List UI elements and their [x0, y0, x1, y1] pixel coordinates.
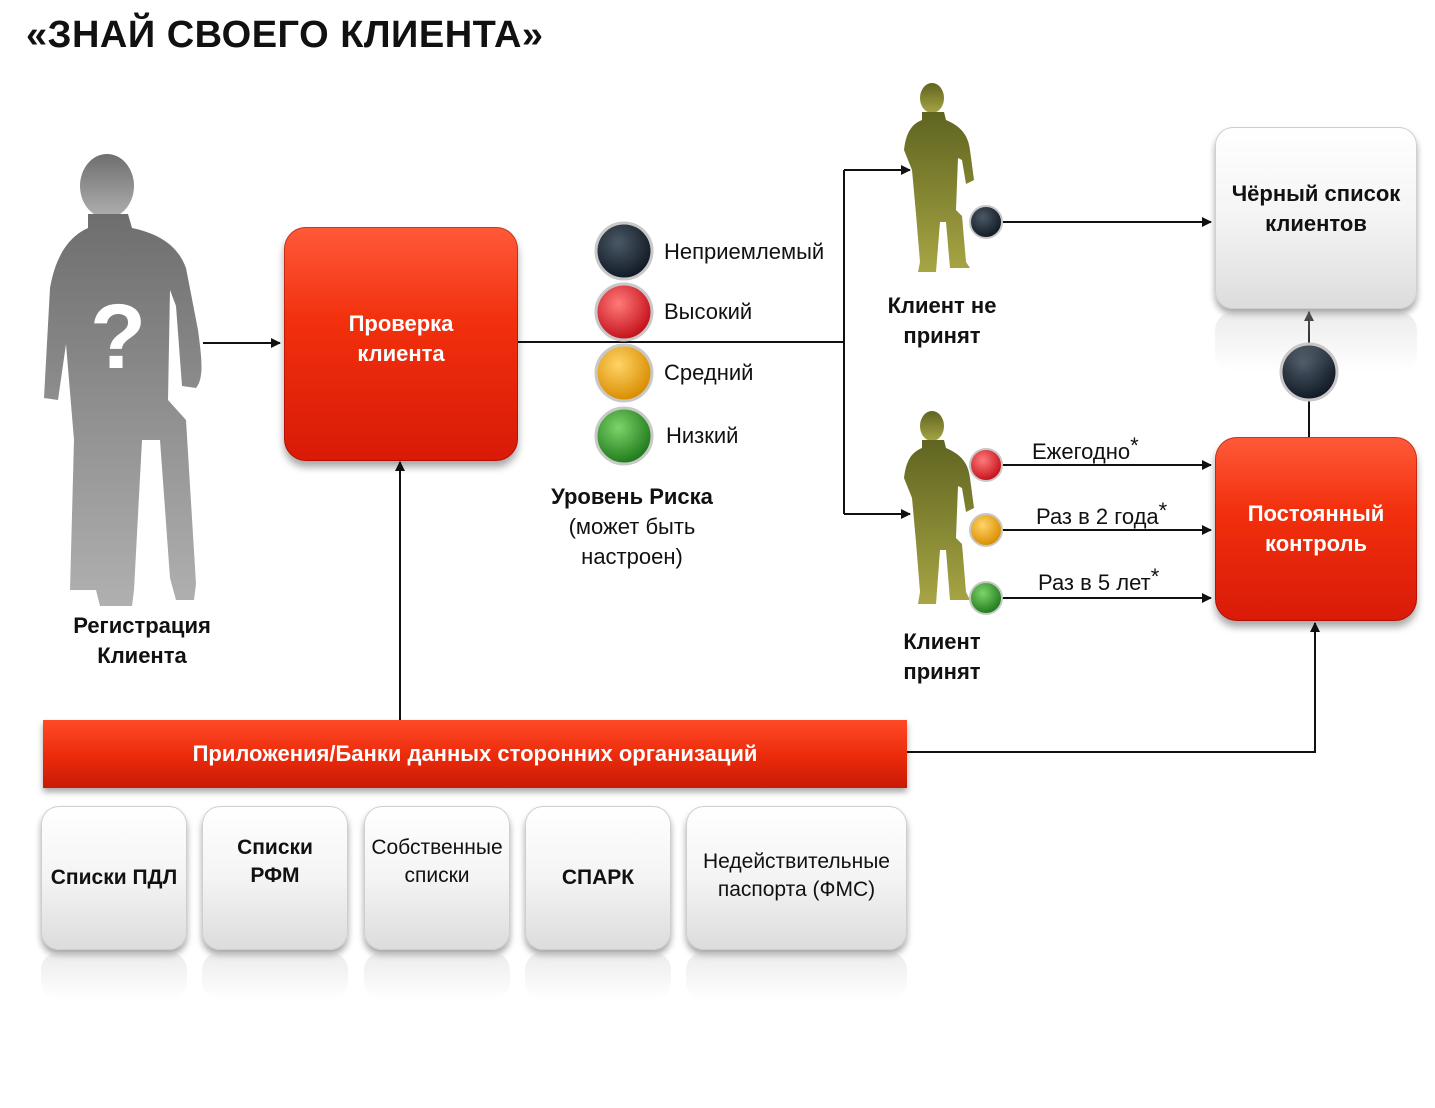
client-rejected-line1: Клиент не	[887, 293, 997, 318]
source-pdl-lists: Списки ПДЛ	[41, 806, 187, 950]
source-reflection	[525, 952, 671, 1000]
rejected-person-icon	[904, 83, 974, 272]
frequency-five-years-label: Раз в 5 лет*	[1038, 562, 1159, 598]
frequency-annually-star: *	[1130, 433, 1139, 458]
page-title: «ЗНАЙ СВОЕГО КЛИЕНТА»	[26, 14, 544, 56]
frequency-two-years-star: *	[1158, 498, 1168, 523]
client-accepted-line1: Клиент	[903, 629, 981, 654]
monitoring-box: Постоянный контроль	[1215, 437, 1417, 621]
source-reflection	[686, 952, 907, 1000]
client-rejected-line2: принят	[903, 323, 981, 348]
frequency-two-years-label: Раз в 2 года*	[1036, 496, 1167, 532]
frequency-five-years-text: Раз в 5 лет	[1038, 570, 1151, 595]
blacklist-box: Чёрный список клиентов	[1215, 127, 1417, 309]
risk-unacceptable-dot	[594, 221, 654, 281]
question-mark-icon: ?	[90, 286, 146, 388]
unknown-person-icon	[44, 154, 202, 606]
risk-medium-label: Средний	[664, 360, 754, 385]
source-rfm-line1: Списки	[237, 836, 313, 859]
blacklist-line1: Чёрный список	[1231, 181, 1401, 206]
frequency-two-years-text: Раз в 2 года	[1036, 504, 1159, 529]
source-own-line1: Собственные	[371, 836, 503, 859]
source-passports-line1: Недействительные	[703, 850, 890, 873]
client-accepted-line2: принят	[903, 659, 981, 684]
risk-low-label: Низкий	[666, 423, 739, 448]
blacklist-transfer-dot	[1279, 342, 1339, 402]
accepted-person-icon	[904, 411, 974, 604]
five-years-green-dot	[969, 581, 1003, 615]
registration-label: Регистрация Клиента	[40, 611, 244, 671]
frequency-annually-text: Ежегодно	[1032, 439, 1131, 464]
risk-medium-dot	[594, 343, 654, 403]
monitoring-line1: Постоянный	[1247, 501, 1385, 526]
monitoring-line2: контроль	[1264, 531, 1368, 556]
blacklist-line2: клиентов	[1265, 211, 1367, 236]
source-reflection	[364, 952, 510, 1000]
frequency-five-years-star: *	[1150, 564, 1160, 589]
risk-unacceptable-label: Неприемлемый	[664, 239, 825, 264]
arrow-databases-to-monitoring	[907, 622, 1320, 753]
client-check-line2: клиента	[357, 341, 445, 366]
risk-high-dot	[594, 282, 654, 342]
source-invalid-passports: Недействительные паспорта (ФМС)	[686, 806, 907, 950]
risk-high-label: Высокий	[664, 299, 753, 324]
risk-level-caption: Уровень Риска (может быть настроен)	[522, 482, 742, 572]
source-spark: СПАРК	[525, 806, 671, 950]
client-check-line1: Проверка	[348, 311, 454, 336]
source-rfm-line2: РФМ	[250, 864, 300, 887]
risk-caption-line3: настроен)	[581, 544, 683, 569]
frequency-annually-label: Ежегодно*	[1032, 431, 1139, 467]
source-passports-line2: паспорта (ФМС)	[717, 878, 876, 901]
registration-label-line1: Регистрация	[73, 613, 211, 638]
client-rejected-label: Клиент не принят	[862, 291, 1022, 351]
client-check-box: Проверка клиента	[284, 227, 518, 461]
source-reflection	[202, 952, 348, 1000]
client-accepted-label: Клиент принят	[862, 627, 1022, 687]
risk-caption-line2: (может быть	[568, 514, 696, 539]
blacklist-reflection	[1215, 312, 1417, 372]
annually-red-dot	[969, 448, 1003, 482]
risk-low-dot	[594, 406, 654, 466]
two-years-yellow-dot	[969, 513, 1003, 547]
source-own-lists: Собственные списки	[364, 806, 510, 950]
source-spark-line1: СПАРК	[561, 866, 635, 889]
risk-caption-line1: Уровень Риска	[551, 484, 713, 509]
rejected-dark-dot	[969, 205, 1003, 239]
source-own-line2: списки	[404, 864, 470, 887]
source-reflection	[41, 952, 187, 1000]
registration-label-line2: Клиента	[97, 643, 187, 668]
source-pdl-line1: Списки ПДЛ	[50, 866, 178, 889]
external-databases-bar: Приложения/Банки данных сторонних органи…	[43, 720, 907, 788]
